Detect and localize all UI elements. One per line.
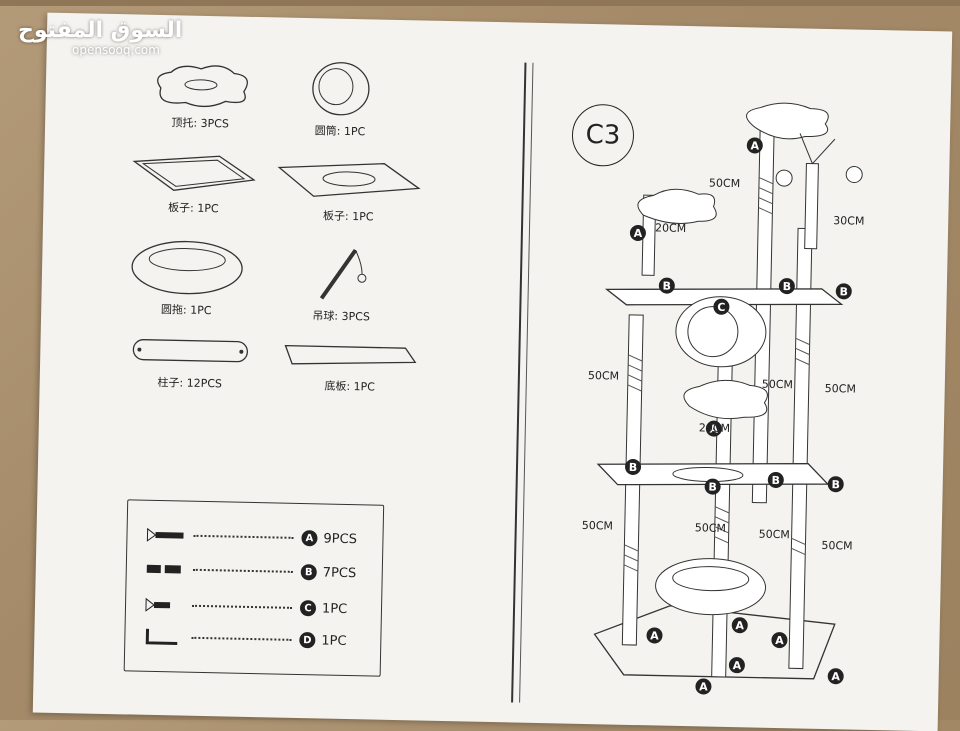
leader-dots <box>192 568 293 573</box>
column-divider <box>519 62 534 703</box>
marker-a: A <box>750 139 759 152</box>
hanging-ball-shape <box>775 169 793 187</box>
short-screw-icon <box>145 597 171 612</box>
base-board-icon <box>284 344 417 365</box>
dimension-label: 20CM <box>698 421 731 435</box>
dimension-label: 50CM <box>587 369 620 383</box>
hardware-row-a: A 9PCS <box>145 523 375 552</box>
leader-dots <box>191 636 292 641</box>
hardware-letter: B <box>300 564 317 581</box>
dimension-label: 50CM <box>761 377 794 392</box>
diamond-board-icon <box>132 155 256 191</box>
part-label: 柱子: 12PCS <box>157 375 223 391</box>
dimension-label: 30CM <box>833 214 865 228</box>
marker-a: A <box>775 634 784 647</box>
hardware-letter: A <box>301 530 318 547</box>
part-label: 圆拖: 1PC <box>160 303 212 318</box>
dimension-label: 50CM <box>758 527 790 542</box>
dimension-label: 20CM <box>654 221 687 236</box>
hardware-list: A 9PCS B 7PCS C 1PC D <box>123 499 385 677</box>
leader-dots <box>193 534 294 539</box>
leader-dots <box>192 604 293 609</box>
hanging-ball-shape <box>845 166 863 184</box>
watermark-arabic: السوق المفتوح <box>18 18 183 43</box>
marker-b: B <box>771 474 780 487</box>
long-screw-icon <box>146 527 184 542</box>
post-center <box>711 326 734 678</box>
part-label: 顶托: 3PCS <box>171 116 230 131</box>
hardware-row-d: D 1PC <box>143 625 373 654</box>
marker-a: A <box>735 619 744 632</box>
part-label: 底板: 1PC <box>324 379 376 394</box>
allen-key-icon <box>145 628 178 645</box>
column-divider <box>511 62 527 703</box>
part-label: 板子: 1PC <box>322 209 374 224</box>
part-label: 板子: 1PC <box>167 201 219 216</box>
part-label: 圆筒: 1PC <box>314 124 366 139</box>
hardware-qty: 1PC <box>321 632 347 649</box>
cloud-perch-icon <box>157 65 248 108</box>
marker-c: C <box>717 301 725 314</box>
cardboard-box-edge <box>0 0 960 6</box>
hardware-qty: 9PCS <box>323 530 358 547</box>
hardware-row-c: C 1PC <box>144 593 374 622</box>
hardware-qty: 7PCS <box>322 564 357 581</box>
tunnel-shape <box>675 296 767 368</box>
hardware-letter: C <box>299 600 317 617</box>
part-square-board: 板子: 1PC <box>268 157 429 225</box>
cloud-perch-upper-left <box>637 188 717 224</box>
part-cloud-perch: 顶托: 3PCS <box>125 59 276 132</box>
marker-a: A <box>699 680 708 693</box>
dimension-label: 50CM <box>824 381 857 396</box>
dimension-label: 50CM <box>694 521 727 535</box>
cloud-perch-top <box>746 102 829 140</box>
part-hanging-ball: 吊球: 3PCS <box>286 243 398 325</box>
part-tunnel: 圆筒: 1PC <box>280 58 402 140</box>
part-round-bed: 圆拖: 1PC <box>121 236 253 319</box>
post-top-right <box>804 163 819 250</box>
marker-a: A <box>650 629 659 642</box>
square-board-icon <box>277 163 421 197</box>
cloud-perch-middle <box>683 379 768 420</box>
part-post: 柱子: 12PCS <box>125 329 256 392</box>
marker-b: B <box>708 481 717 494</box>
marker-b: B <box>783 280 792 293</box>
site-watermark: السوق المفتوح opensooq.com <box>18 18 182 57</box>
tunnel-tube-icon <box>312 62 370 116</box>
marker-a: A <box>831 670 840 683</box>
instruction-sheet: 顶托: 3PCS 圆筒: 1PC 板子: 1PC 板子: 1PC 圆拖: 1PC <box>32 12 953 731</box>
assembly-diagram: A A B B B C A B B B B A A A A A A <box>593 102 863 695</box>
marker-b: B <box>839 285 848 298</box>
double-bolt-icon <box>146 564 181 574</box>
dimension-label: 50CM <box>581 518 614 533</box>
hardware-letter: D <box>299 632 316 649</box>
part-diamond-board: 板子: 1PC <box>118 149 269 217</box>
marker-b: B <box>663 280 672 293</box>
marker-a: A <box>733 659 742 672</box>
base-board-shape <box>593 605 836 680</box>
round-bed-shape <box>655 558 767 616</box>
part-base-board: 底板: 1PC <box>280 338 421 396</box>
hanging-ball-icon <box>319 248 367 300</box>
hardware-row-b: B 7PCS <box>145 557 375 586</box>
marker-b: B <box>629 461 638 474</box>
marker-a: A <box>709 423 718 436</box>
marker-a: A <box>634 227 643 240</box>
marker-b: B <box>831 478 840 491</box>
dimension-label: 50CM <box>708 176 741 191</box>
dimension-label: 50CM <box>821 538 853 553</box>
post-icon <box>132 339 249 363</box>
watermark-latin: opensooq.com <box>72 43 160 57</box>
round-bed-icon <box>131 240 243 295</box>
part-label: 吊球: 3PCS <box>312 309 371 324</box>
hardware-qty: 1PC <box>321 600 348 617</box>
